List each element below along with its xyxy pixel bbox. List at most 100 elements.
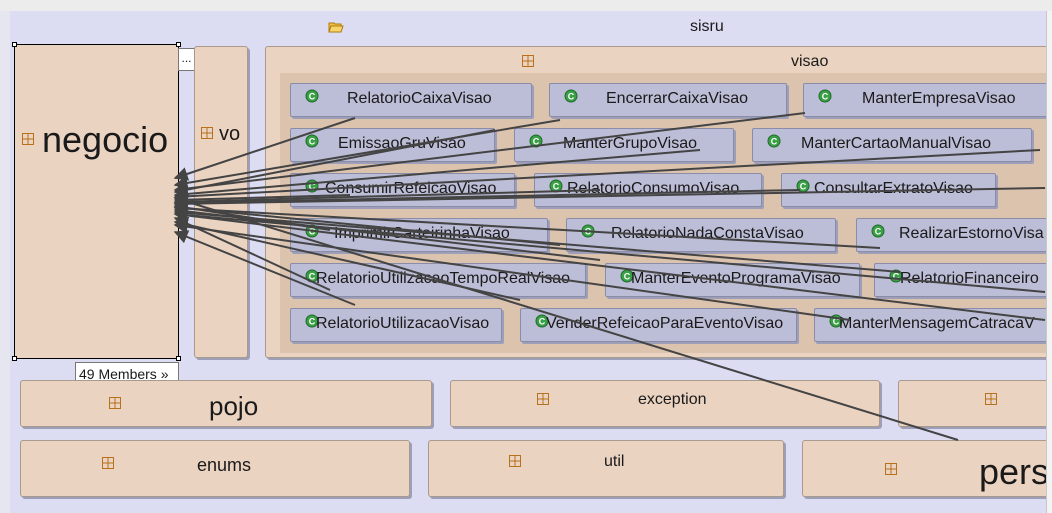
resize-handle-tl[interactable] [12,42,17,47]
dependency-arrow [173,189,601,209]
package-icon [22,133,34,145]
dependency-arrow [173,219,851,321]
class-box[interactable]: C ManterEmpresaVisao [803,83,1052,117]
pers-label: pers [979,451,1050,492]
class-icon: C [871,224,885,238]
chevron-right-icon: » [160,366,169,382]
resize-handle-bl[interactable] [12,356,17,361]
class-box[interactable]: C RelatorioCaixaVisao [290,83,532,117]
svg-text:C: C [833,317,840,327]
dependency-arrow [173,129,496,197]
svg-text:C: C [568,92,575,102]
class-icon: C [529,134,543,148]
class-name: RealizarEstornoVisa [899,225,1044,242]
resize-handle-br[interactable] [176,356,181,361]
package-icon [509,455,521,467]
class-name: ManterEmpresaVisao [862,90,1016,107]
class-name: ConsultarExtratoVisao [814,180,973,197]
svg-text:C: C [309,92,316,102]
class-name: RelatorioUtilizacaoVisao [316,315,490,332]
class-icon: C [535,314,549,328]
dependency-arrow [173,201,881,249]
svg-text:C: C [771,137,778,147]
svg-text:C: C [309,272,316,282]
svg-text:C: C [553,182,560,192]
dependency-arrow [173,195,959,441]
class-box[interactable]: CRelatorioNadaConstaVisao [566,218,836,252]
class-name: RelatorioUtilizacaoTempoRealVisao [316,270,571,287]
folder-open-icon [328,20,344,33]
visao-title: visao [791,53,829,70]
top-strip [0,0,1052,11]
dependency-arrow [173,117,356,181]
dependency-arrow [173,230,356,306]
class-icon: C [818,89,832,103]
class-name: EmissaoGruVisao [338,135,466,152]
dependency-arrow [173,119,561,190]
package-icon [985,393,997,405]
visao-body [280,73,1052,353]
class-box[interactable]: C EmissaoGruVisao [290,128,495,162]
sisru-header: sisru [10,14,1052,38]
class-name: RelatorioNadaConstaVisao [611,225,804,242]
class-icon: C [305,269,319,283]
class-name: ManterMensagemCatracaV [839,315,1035,332]
dependency-arrow [173,206,901,273]
dependency-arrow [173,208,1046,321]
svg-text:C: C [822,92,829,102]
pojo-label: pojo [209,391,259,421]
svg-text:C: C [875,227,882,237]
vo-label: vo [219,123,241,145]
exception-label: exception [638,391,707,408]
class-icon: C [564,89,578,103]
class-box[interactable]: C RealizarEstornoVisa [856,218,1052,252]
class-box[interactable]: C EncerrarCaixaVisao [549,83,787,117]
package-enums[interactable]: enums [20,440,410,497]
svg-text:C: C [539,317,546,327]
scrollbar[interactable] [1046,11,1052,513]
svg-text:C: C [309,137,316,147]
class-icon: C [767,134,781,148]
class-icon: C [305,314,319,328]
dependency-arrow [173,112,806,196]
class-icon: C [305,134,319,148]
class-name: VenderRefeicaoParaEventoVisao [546,315,784,332]
class-icon: C [549,179,563,193]
package-icon [885,463,897,475]
class-name: ConsumirRefeicaoVisao [325,180,497,197]
dependency-arrow [173,187,1046,211]
package-util[interactable]: util [428,440,784,497]
svg-text:C: C [800,182,807,192]
resize-handle-tr[interactable] [176,42,181,47]
class-name: RelatorioCaixaVisao [347,90,492,107]
package-pers[interactable]: pers [802,440,1052,497]
svg-text:C: C [309,317,316,327]
dependency-arrow [173,208,1046,293]
dependency-arrow [173,149,701,201]
svg-text:C: C [309,182,316,192]
package-icon [537,393,549,405]
negocio-label: negocio [42,119,169,160]
package-pojo[interactable]: pojo [20,380,432,427]
dependency-arrow [173,149,1041,204]
class-name: EncerrarCaixaVisao [606,90,748,107]
package-exception[interactable]: exception [450,380,880,427]
svg-text:C: C [624,272,631,282]
package-icon [102,457,114,469]
sisru-title: sisru [690,18,724,35]
dependency-arrow [173,189,801,210]
members-label: 49 Members [79,366,157,382]
svg-text:C: C [893,272,900,282]
package-partial[interactable] [898,380,1052,427]
dependency-arrow [173,192,351,207]
package-icon [109,397,121,409]
class-name: ManterEventoProgramaVisao [631,270,841,287]
dependency-arrow [173,216,331,291]
svg-text:C: C [533,137,540,147]
package-negocio[interactable]: negocio [12,42,181,361]
